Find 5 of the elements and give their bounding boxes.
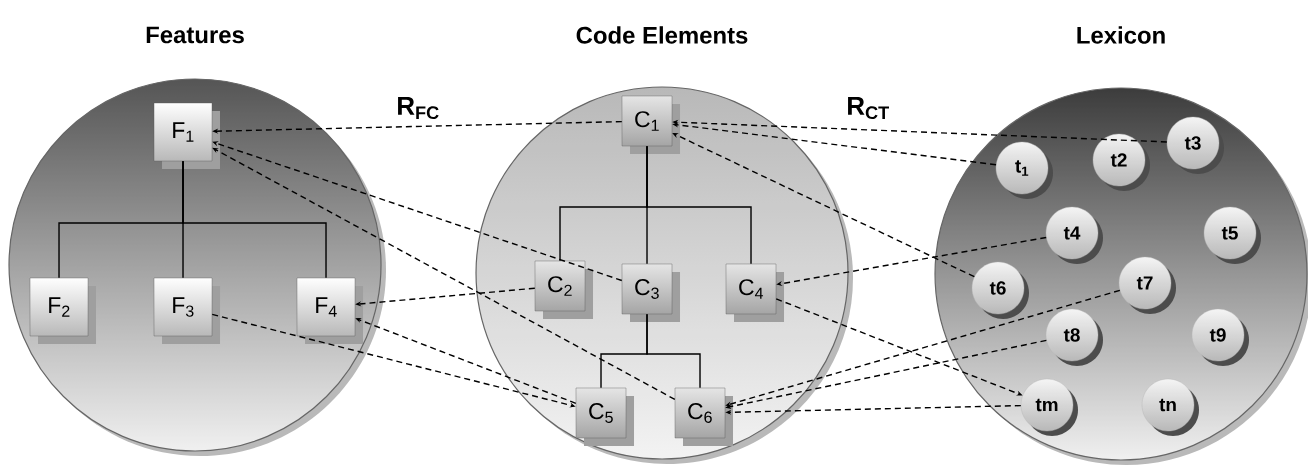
relation-label: R$_{FC}$: [398, 96, 439, 120]
group-heading: Lexicon: [1077, 26, 1165, 44]
group-heading: Code Elements: [576, 26, 748, 44]
relation-label: R$_{CT}$: [848, 96, 889, 120]
group-heading: Features: [146, 26, 244, 44]
